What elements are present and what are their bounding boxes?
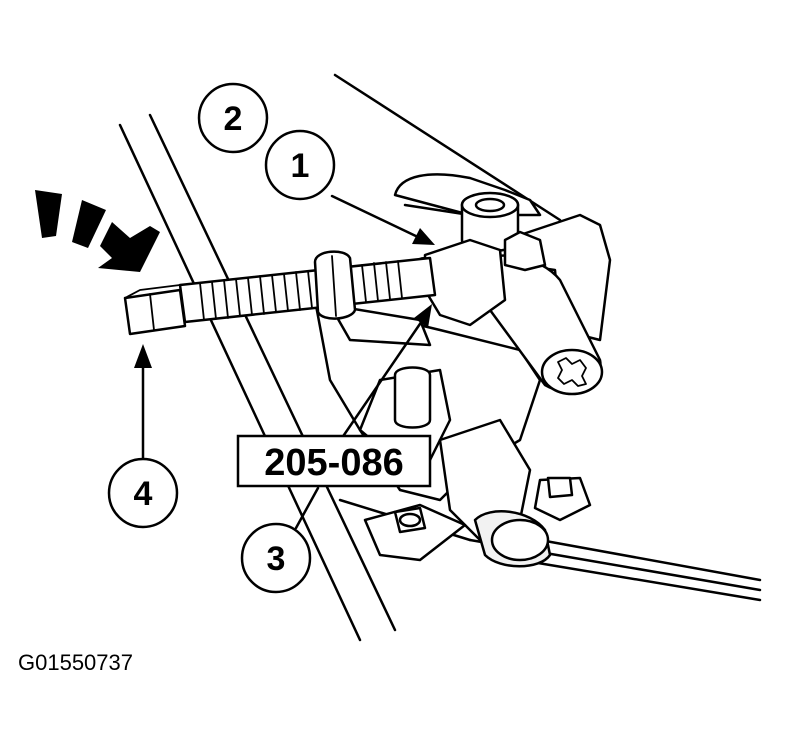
leader-lines (134, 194, 435, 472)
forcing-screw (123, 250, 437, 336)
callout-label-4: 4 (134, 475, 153, 513)
callout-circle-3 (240, 522, 312, 594)
tool-number-text: 205-086 (264, 442, 403, 484)
mounting-bolts (363, 476, 592, 562)
callout-1: 1 (264, 129, 336, 201)
callout-label-2: 2 (224, 100, 243, 138)
callout-circle-2 (197, 82, 269, 154)
callout-label-1: 1 (291, 147, 310, 185)
tool-number-label: 205-086 (236, 434, 432, 488)
tool-number-box (236, 434, 432, 488)
callout-3-leader (294, 486, 320, 530)
gear-housing (313, 298, 552, 568)
rotation-direction-arrow (35, 190, 160, 272)
callout-2: 2 (197, 82, 269, 154)
callout-circle-1 (264, 129, 336, 201)
callout-circle-4 (107, 457, 179, 529)
callout-3: 3 (240, 522, 312, 594)
callout-label-3: 3 (267, 540, 286, 578)
frame-rails (118, 73, 762, 642)
figure-id: G01550737 (18, 650, 133, 675)
callout-4: 4 (107, 457, 179, 529)
